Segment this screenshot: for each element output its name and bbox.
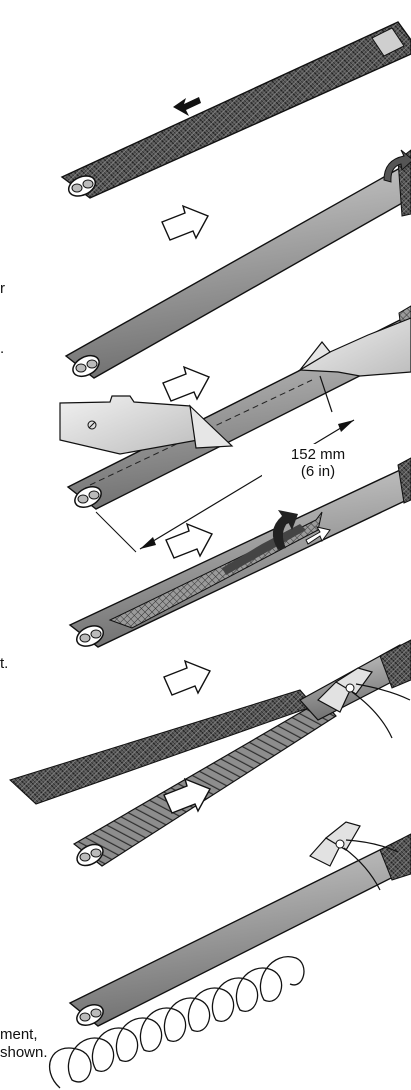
dimension-arrow-icon: [140, 537, 156, 549]
step-3-score-jacket: [59, 305, 411, 553]
dimension-label-in: (6 in): [300, 463, 336, 480]
step-arrow-icon: [162, 365, 210, 402]
step-6-helical-strip: [49, 821, 411, 1089]
dimension-line: [139, 419, 355, 550]
margin-text-fragment: .: [0, 340, 5, 357]
utility-knife-icon: [298, 317, 411, 377]
side-cutters-icon: [317, 667, 411, 739]
braided-cable-body: [60, 21, 411, 199]
margin-text-fragment: shown.: [0, 1044, 48, 1061]
step-arrow-icon: [163, 777, 211, 814]
jacket-body: [68, 839, 411, 1027]
dimension-arrow-icon: [338, 420, 354, 432]
step-arrow-icon: [161, 204, 209, 241]
step-arrow-icon: [163, 659, 211, 696]
margin-text-fragment: t.: [0, 655, 9, 672]
small-arrow-icon: [305, 526, 331, 545]
margin-text-fragment: ment,: [0, 1026, 38, 1043]
step-arrow-icon: [165, 522, 213, 559]
fold-back-arrow-icon: [383, 149, 411, 183]
side-cutters-icon: [309, 821, 399, 891]
dimension-label-mm: 152 mm: [290, 446, 346, 463]
step-1-braided-cable: [60, 21, 411, 199]
helical-strip: [49, 956, 305, 1089]
margin-text-fragment: r: [0, 280, 5, 297]
utility-knife-icon: [59, 395, 234, 455]
step-5-cut-braid: [9, 639, 411, 867]
step-2-jacketed-cable: [64, 149, 411, 379]
black-arrow-icon: [173, 97, 201, 116]
step-4-peel-jacket: [68, 457, 411, 648]
curved-arrow-icon: [272, 510, 298, 550]
